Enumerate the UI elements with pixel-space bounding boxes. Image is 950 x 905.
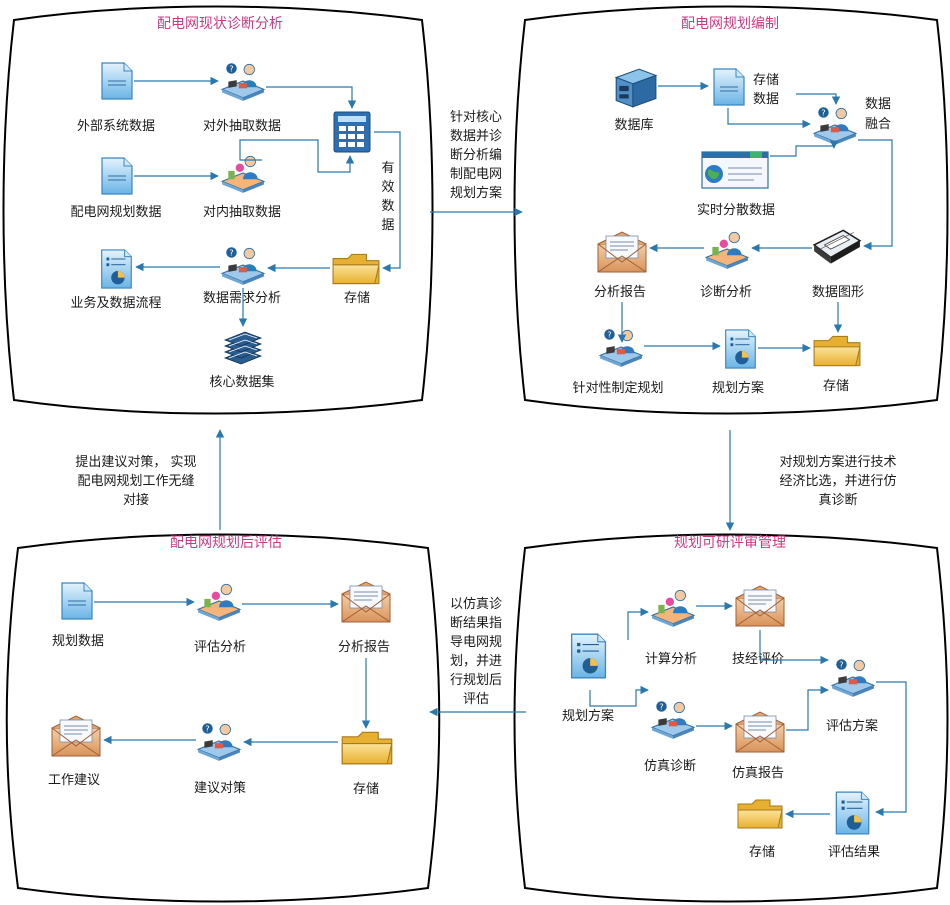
svg-text:划，并进: 划，并进 xyxy=(450,654,502,669)
svg-text:行规划后: 行规划后 xyxy=(450,673,502,688)
svg-text:经济比选，并进行仿: 经济比选，并进行仿 xyxy=(779,474,896,489)
flow-eval-to-result xyxy=(875,681,907,817)
node-diagnosis-analysis: 诊断分析 xyxy=(700,285,752,300)
node-storage: 存储 xyxy=(823,379,849,394)
flow-table-to-storage xyxy=(374,131,401,273)
planning-data-icon xyxy=(101,157,133,195)
connector-left-text: 提出建议对策， 实现 配电网规划工作无缝 对接 xyxy=(75,454,196,508)
svg-text:配电网规划工作无缝: 配电网规划工作无缝 xyxy=(77,474,194,489)
svg-text:断结果指: 断结果指 xyxy=(450,616,502,631)
flow-report-to-eval xyxy=(786,685,829,731)
panel-title-planning: 配电网规划编制 xyxy=(681,16,779,32)
panel-review-content: 规划方案 计算分析 技经评价 评估方案 仿真诊断 仿真报告 存储 评估结果 xyxy=(562,585,907,860)
node-planning-data: 规划数据 xyxy=(52,634,104,649)
svg-text:真诊断: 真诊断 xyxy=(818,493,857,508)
node-analysis-report: 分析报告 xyxy=(338,640,390,655)
node-planning-scheme: 规划方案 xyxy=(562,708,614,724)
node-sim-diagnosis: 仿真诊断 xyxy=(644,759,696,774)
flow-extract-to-table xyxy=(266,86,357,109)
connector-bottom-text: 以仿真诊 断结果指 导电网规 划，并进 行规划后 评估 xyxy=(450,597,502,707)
panel-title-review: 规划可研评审管理 xyxy=(674,535,786,551)
node-evaluation-analysis: 评估分析 xyxy=(194,640,246,655)
node-valid-data-1: 有 xyxy=(381,161,394,176)
panel-title-post-evaluation: 配电网规划后评估 xyxy=(170,535,282,551)
node-valid-data-3: 数 xyxy=(381,199,394,214)
flow-fusion-input xyxy=(796,93,841,105)
node-tech-eval: 技经评价 xyxy=(732,652,784,667)
svg-text:规划方案: 规划方案 xyxy=(450,185,502,201)
svg-text:对接: 对接 xyxy=(123,492,149,508)
node-external-data: 外部系统数据 xyxy=(77,119,155,134)
planning-data-icon xyxy=(61,582,93,620)
panel-post-evaluation-content: 规划数据 评估分析 分析报告 工作建议 建议对策 存储 xyxy=(48,581,393,797)
data-table-icon xyxy=(333,111,371,153)
panel-title-diagnosis: 配电网现状诊断分析 xyxy=(157,16,283,32)
node-internal-extract: 对内抽取数据 xyxy=(203,204,281,220)
node-eval-scheme: 评估方案 xyxy=(826,718,878,734)
svg-text:制配电网: 制配电网 xyxy=(450,167,502,182)
node-stored-data-1: 存储 xyxy=(753,73,779,88)
node-realtime-data: 实时分散数据 xyxy=(697,203,775,218)
node-planning-scheme: 规划方案 xyxy=(712,380,764,396)
svg-text:对规划方案进行技术: 对规划方案进行技术 xyxy=(779,454,896,470)
node-targeted-planning: 针对性制定规划 xyxy=(572,381,663,396)
stored-data-icon xyxy=(713,68,745,106)
external-data-icon xyxy=(101,62,133,100)
realtime-data-icon xyxy=(701,151,769,189)
node-calc-analysis: 计算分析 xyxy=(645,652,697,667)
node-database: 数据库 xyxy=(614,117,653,133)
connector-right-text: 对规划方案进行技术 经济比选，并进行仿 真诊断 xyxy=(779,454,896,508)
node-business-flow: 业务及数据流程 xyxy=(70,295,161,311)
panel-diagnosis-content: 外部系统数据 对外抽取数据 配电网规划数据 对内抽取数据 有 效 数 据 业务及… xyxy=(70,62,401,390)
flow-scheme-to-sim xyxy=(589,685,649,707)
node-storage: 存储 xyxy=(749,845,775,860)
connector-top-text: 针对核心 数据并诊 断分析编 制配电网 规划方案 xyxy=(450,110,502,201)
svg-text:评估: 评估 xyxy=(463,692,489,707)
node-sim-report: 仿真报告 xyxy=(732,766,784,781)
database-icon xyxy=(615,68,657,108)
node-demand-analysis: 数据需求分析 xyxy=(203,291,281,306)
flow-fusion-to-graphics xyxy=(858,139,893,251)
svg-text:断分析编: 断分析编 xyxy=(450,148,502,163)
node-work-suggestion: 工作建议 xyxy=(48,773,100,788)
node-planning-data: 配电网规划数据 xyxy=(70,205,161,220)
svg-text:数据并诊: 数据并诊 xyxy=(450,129,502,144)
node-eval-result: 评估结果 xyxy=(828,845,880,860)
node-valid-data-4: 据 xyxy=(381,218,394,233)
panel-planning-content: 数据库 存储 数据 数据 融合 实时分散数据 分析报告 诊断分析 数据图形 针对… xyxy=(572,68,893,396)
flow-stored-to-fusion xyxy=(727,108,811,129)
flow-realtime-to-fusion xyxy=(770,140,839,157)
node-storage: 存储 xyxy=(344,291,370,306)
node-data-fusion-1: 数据 xyxy=(865,97,891,112)
planning-scheme-icon xyxy=(725,329,756,369)
node-data-graphics: 数据图形 xyxy=(812,285,864,300)
flow-internal-to-table xyxy=(239,139,355,173)
svg-text:针对核心: 针对核心 xyxy=(450,110,502,125)
flow-scheme-to-calc xyxy=(627,607,649,640)
svg-text:提出建议对策， 实现: 提出建议对策， 实现 xyxy=(75,454,196,470)
svg-text:以仿真诊: 以仿真诊 xyxy=(450,597,502,612)
planning-scheme-icon xyxy=(570,633,607,679)
panel-diagnosis xyxy=(2,5,434,415)
node-valid-data-2: 效 xyxy=(381,180,394,195)
business-flow-icon xyxy=(101,249,132,289)
node-storage: 存储 xyxy=(353,782,379,797)
node-stored-data-2: 数据 xyxy=(753,92,779,107)
node-analysis-report: 分析报告 xyxy=(594,285,646,300)
node-external-extract: 对外抽取数据 xyxy=(203,119,281,134)
flow-tech-to-eval xyxy=(759,630,829,665)
node-core-dataset: 核心数据集 xyxy=(209,374,274,390)
node-suggestion-measures: 建议对策 xyxy=(194,780,246,796)
svg-text:导电网规: 导电网规 xyxy=(450,635,502,650)
node-data-fusion-2: 融合 xyxy=(865,117,891,132)
panel-post-evaluation xyxy=(5,533,441,903)
eval-result-icon xyxy=(835,791,870,835)
